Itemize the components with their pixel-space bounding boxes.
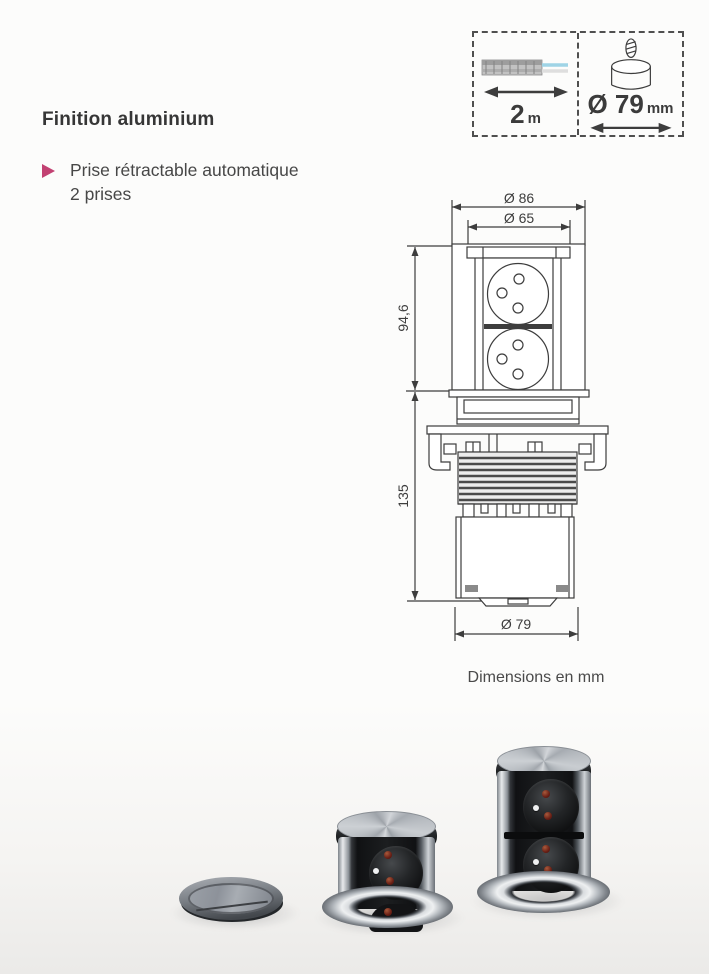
hole-diameter-value: Ø 79: [587, 89, 644, 120]
socket-pin-hole: [384, 851, 392, 859]
dim-outer-diameter: Ø 86: [451, 190, 586, 246]
dim-outer-diameter-label: Ø 86: [504, 190, 535, 206]
spec-box: 2 m Ø 79 mm: [472, 31, 684, 137]
socket-face-upper: [523, 779, 579, 835]
lower-housing: [455, 516, 575, 607]
feature-text: Prise rétractable automatique 2 prises: [70, 158, 299, 206]
double-arrow-icon: [589, 123, 672, 134]
cable-length-value: 2: [510, 99, 525, 129]
socket-pin-hole: [544, 812, 552, 820]
dim-lower-height-label: 135: [395, 484, 411, 508]
dim-inner-diameter-label: Ø 65: [504, 210, 535, 226]
socket-head-front-view: [448, 243, 590, 398]
cable-length-label: 2 m: [510, 99, 541, 130]
page-title: Finition aluminium: [42, 109, 215, 130]
drawing-caption: Dimensions en mm: [467, 669, 605, 686]
hole-diameter-label: Ø 79 mm: [587, 89, 673, 120]
dim-base-diameter: Ø 79: [454, 607, 579, 641]
photo-pop-up-fully-raised: [477, 744, 610, 913]
feature-bullet-item: Prise rétractable automatique 2 prises: [42, 158, 299, 206]
socket-earth-pin: [373, 868, 379, 874]
double-arrow-icon: [483, 86, 568, 98]
base-collar-ring: [477, 871, 610, 913]
socket-pin-hole: [542, 790, 550, 798]
ribbed-section: [457, 451, 578, 518]
socket-earth-pin: [533, 805, 539, 811]
spec-hole-diameter-cell: Ø 79 mm: [579, 33, 682, 135]
cable-icon: [481, 59, 568, 76]
socket-earth-pin: [533, 859, 539, 865]
spec-cable-length-cell: 2 m: [474, 33, 577, 135]
spec-box-divider: [577, 33, 579, 135]
socket-divider: [504, 832, 584, 839]
technical-drawing: Ø 86 Ø 65 94,6 135: [395, 190, 609, 641]
mounting-flange: [426, 396, 609, 471]
cable-length-unit: m: [527, 110, 541, 127]
dim-inner-diameter: Ø 65: [467, 210, 571, 246]
triangle-bullet-icon: [42, 164, 55, 178]
socket-pin-hole: [542, 845, 550, 853]
socket-pin-hole: [386, 877, 394, 885]
base-collar-ring: [322, 886, 453, 928]
drill-cylinder-icon: [610, 38, 651, 90]
feature-line2: 2 prises: [70, 184, 132, 204]
dim-upper-height-label: 94,6: [395, 304, 411, 331]
feature-line1: Prise rétractable automatique: [70, 160, 299, 180]
dim-lower-height: 135: [395, 392, 488, 602]
socket-pin-hole: [544, 866, 552, 874]
dim-base-diameter-label: Ø 79: [501, 616, 532, 632]
hole-diameter-unit: mm: [646, 100, 674, 118]
photo-pop-up-partially-raised: [322, 810, 453, 932]
aluminium-cap-top: [337, 811, 436, 842]
dim-upper-height: 94,6: [395, 245, 463, 392]
